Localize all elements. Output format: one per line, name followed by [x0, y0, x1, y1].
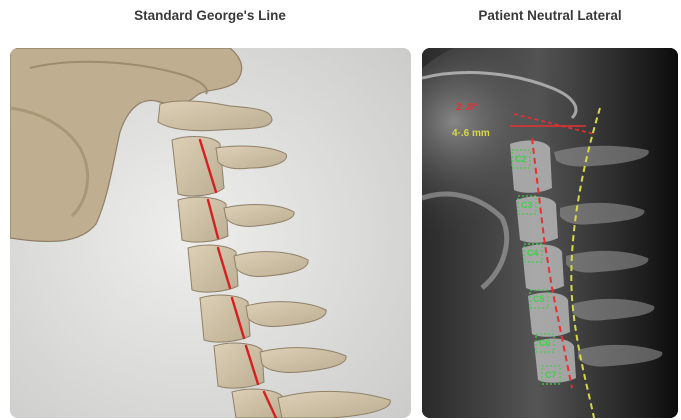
left-panel-title: Standard George's Line [10, 8, 410, 23]
vertebra-label: C3 [521, 200, 533, 210]
vertebra-label: C6 [539, 338, 551, 348]
spine-illustration [10, 48, 411, 418]
angle-measurement-label: 2·.8° [456, 102, 477, 113]
vertebra-label: C7 [545, 370, 557, 380]
distance-measurement-label: 4·.6 mm [452, 128, 490, 139]
standard-georges-line-illustration [10, 48, 411, 418]
vertebra-label: C5 [533, 294, 545, 304]
patient-neutral-lateral-xray: 2·.8° 4·.6 mm C2 C3 C4 C5 C6 C7 [422, 48, 678, 418]
vertebra-label: C4 [527, 248, 539, 258]
right-panel-title: Patient Neutral Lateral [422, 8, 678, 23]
vertebra-label: C2 [515, 154, 527, 164]
